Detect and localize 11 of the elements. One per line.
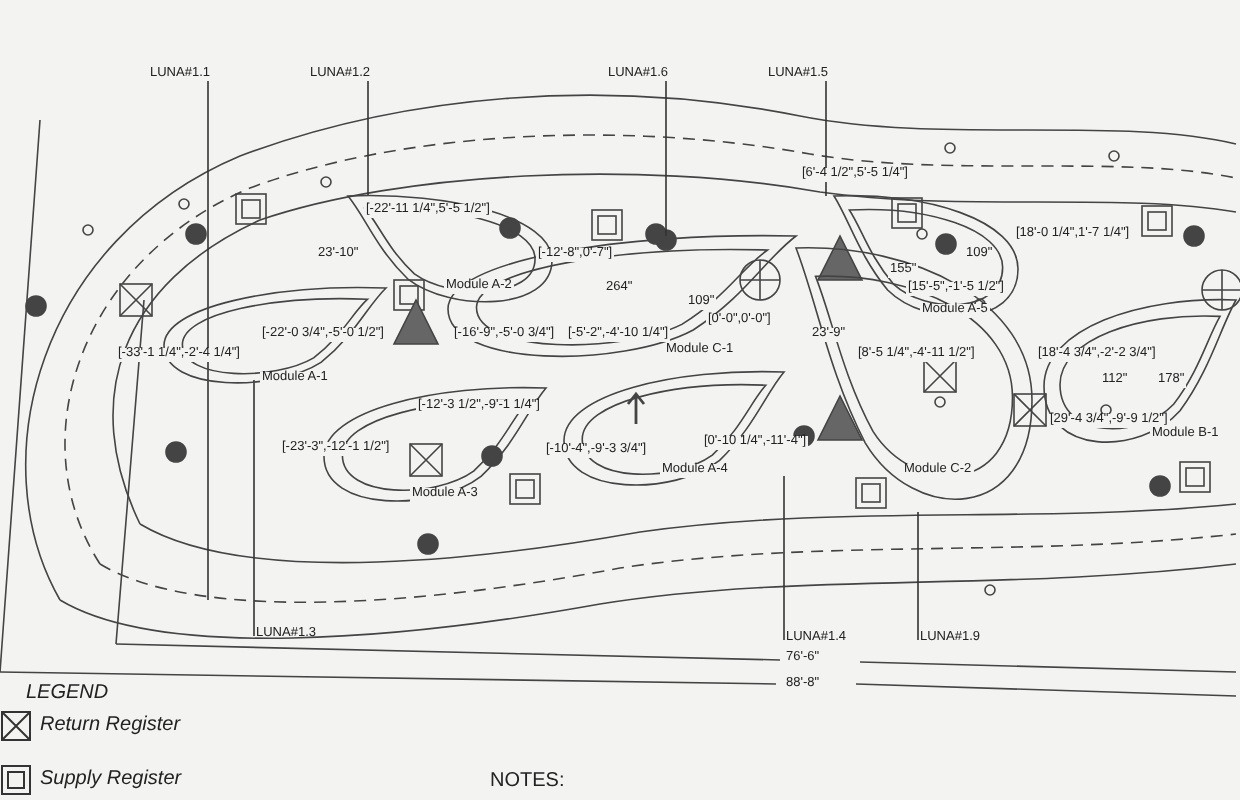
legend-label: Return Register (40, 716, 181, 736)
leader-line (367, 80, 369, 197)
legend-label: Supply Register (40, 770, 182, 790)
leader-line (825, 80, 827, 197)
heading: LEGEND (24, 684, 111, 704)
heading: NOTES: (488, 772, 567, 792)
leader-line (917, 511, 919, 641)
leader-line (207, 80, 209, 601)
leader-line (665, 80, 667, 237)
leader-line (783, 475, 785, 641)
leader-line (253, 379, 255, 637)
